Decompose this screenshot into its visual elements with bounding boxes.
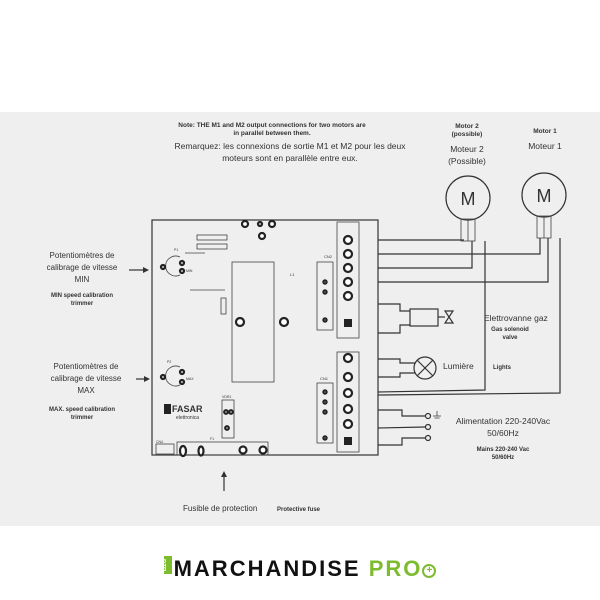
mains-terminals (377, 409, 441, 446)
motor1-fr: Moteur 1 (528, 141, 562, 151)
logo-main: MARCHANDISE (173, 556, 361, 581)
min-trimmer-fr-3: MIN (75, 275, 90, 284)
max-trimmer-fr-2: calibrage de vitesse (51, 374, 122, 383)
svg-text:MIN: MIN (186, 269, 193, 273)
mains-label-en-1: Mains 220-240 Vac (477, 447, 530, 453)
min-trimmer-arrow (129, 267, 149, 273)
logo-badge: DTR (160, 556, 172, 574)
max-trimmer-arrow (136, 376, 150, 382)
lights-label-fr: Lumière (443, 361, 474, 371)
svg-text:F1: F1 (210, 437, 214, 441)
gas-valve-label-en-2: valve (502, 335, 518, 341)
max-trimmer-fr-3: MAX (77, 386, 95, 395)
svg-text:M: M (537, 186, 552, 206)
mains-label-fr-2: 50/60Hz (487, 428, 519, 438)
note-fr-2: moteurs sont en parallèle entre eux. (222, 153, 358, 163)
fuse-label-fr: Fusible de protection (183, 504, 257, 513)
svg-text:L1: L1 (290, 272, 295, 277)
board-brand-sub: elettronica (176, 415, 199, 421)
motor2-en-1: Motor 2 (455, 123, 479, 130)
gas-valve-symbol (378, 303, 455, 334)
motor-wires (377, 238, 561, 396)
note-en-1: Note: THE M1 and M2 output connections f… (178, 122, 366, 129)
fuse-arrow (221, 471, 227, 491)
min-trimmer-fr-2: calibrage de vitesse (47, 263, 118, 272)
svg-text:MAX: MAX (186, 377, 194, 381)
mains-label-en-2: 50/60Hz (492, 455, 514, 461)
motor2-symbol: M (445, 175, 491, 242)
lamp-symbol (378, 356, 437, 380)
control-board: L1 MIN P1 MAX P2 FASAR elettronica VDR1 … (151, 219, 379, 458)
motor1-symbol: M (521, 172, 567, 239)
lights-label-en: Lights (493, 365, 512, 371)
min-trimmer-fr-1: Potentiomètres de (50, 251, 115, 260)
fuse-label-en: Protective fuse (277, 507, 321, 513)
logo-accent: PRO (368, 556, 423, 581)
svg-text:P1: P1 (174, 248, 178, 252)
note-en-2: in parallel between them. (233, 130, 310, 137)
motor1-en: Motor 1 (533, 128, 557, 135)
motor2-en-2: (possible) (452, 131, 483, 138)
mains-label-fr-1: Alimentation 220-240Vac (456, 416, 551, 426)
min-trimmer-en-2: trimmer (71, 301, 94, 307)
svg-text:M: M (461, 189, 476, 209)
plus-circle-icon: + (422, 564, 437, 578)
svg-text:CN2: CN2 (324, 254, 333, 259)
gas-valve-label-en-1: Gas solenoid (491, 327, 529, 333)
svg-text:CN1: CN1 (320, 376, 329, 381)
max-trimmer-en-2: trimmer (71, 415, 94, 421)
max-trimmer-fr-1: Potentiomètres de (54, 362, 119, 371)
svg-text:P2: P2 (167, 360, 171, 364)
diagram-photo-background (0, 112, 600, 526)
min-trimmer-en-1: MIN speed calibration (51, 293, 113, 299)
max-trimmer-en-1: MAX. speed calibration (49, 407, 115, 413)
gas-valve-label-fr: Elettrovanne gaz (484, 313, 548, 323)
note-fr-1: Remarquez: les connexions de sortie M1 e… (174, 141, 406, 151)
motor2-fr-2: (Possible) (448, 156, 486, 166)
board-brand: FASAR (172, 404, 203, 414)
svg-text:CN4: CN4 (156, 440, 163, 444)
svg-text:VDR1: VDR1 (222, 395, 231, 399)
motor2-fr-1: Moteur 2 (450, 144, 484, 154)
